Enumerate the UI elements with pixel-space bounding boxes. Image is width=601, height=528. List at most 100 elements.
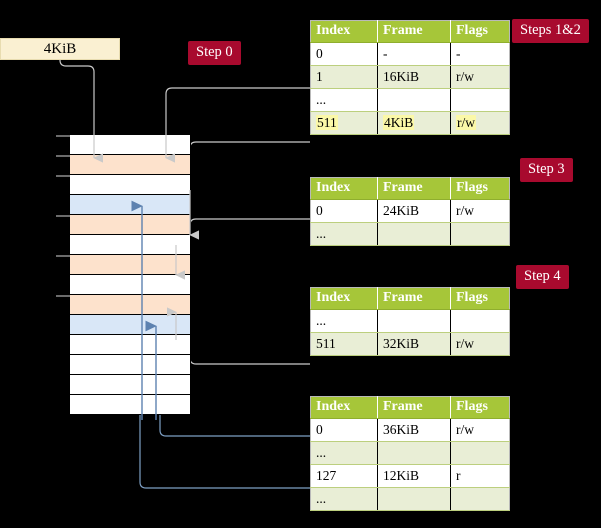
cell-flags: r/w [450,111,510,135]
cell-frame [377,222,451,246]
memory-frame-row [70,235,190,255]
cell-index: ... [310,309,378,333]
column-header-index: Index [310,396,378,419]
badge-step-4: Step 4 [516,265,569,289]
cell-flags: r [450,464,510,488]
column-header-flags: Flags [450,177,510,200]
table-row[interactable]: 127 12KiB r [310,464,510,488]
cell-frame: 16KiB [377,65,451,89]
table-row[interactable]: 0 24KiB r/w [310,199,510,223]
column-header-index: Index [310,287,378,310]
cell-flags: r/w [450,199,510,223]
memory-frame-row [70,215,190,235]
badge-step-3: Step 3 [520,158,573,182]
column-header-frame: Frame [377,287,451,310]
cell-frame: 24KiB [377,199,451,223]
grid-tick-mark [56,215,70,217]
badge-step-0-label: Step 0 [196,44,233,60]
cell-index: 0 [310,199,378,223]
cell-frame-text: 4KiB [383,114,415,130]
badge-steps-1-2-label: Steps 1&2 [520,22,581,38]
table-header-row: Index Frame Flags [310,287,510,310]
table-row[interactable]: ... [310,487,510,511]
cell-index: 1 [310,65,378,89]
table-header-row: Index Frame Flags [310,20,510,43]
memory-frame-row [70,195,190,215]
memory-frame-row [70,155,190,175]
cell-index: ... [310,222,378,246]
grid-tick-mark [56,255,70,257]
badge-step-4-label: Step 4 [524,268,561,284]
page-table-level-2: Index Frame Flags ... 511 32KiB r/w [310,287,510,356]
memory-frame-row [70,355,190,375]
table-row[interactable]: 511 32KiB r/w [310,332,510,356]
column-header-index: Index [310,20,378,43]
page-table-level-0: Index Frame Flags 0 - - 1 16KiB r/w ... [310,20,510,135]
column-header-frame: Frame [377,20,451,43]
cell-index: ... [310,441,378,465]
cell-frame [377,88,451,112]
memory-frame-row [70,315,190,335]
cell-index: 511 [310,111,378,135]
cell-index: 0 [310,418,378,442]
cell-flags: r/w [450,332,510,356]
grid-tick-mark [56,135,70,137]
table-row[interactable]: ... [310,309,510,333]
memory-frame-row [70,135,190,155]
cell-flags: r/w [450,418,510,442]
source-frame-label: 4KiB [43,40,77,57]
column-header-flags: Flags [450,287,510,310]
cell-index: 511 [310,332,378,356]
cell-flags [450,88,510,112]
badge-steps-1-2: Steps 1&2 [512,19,589,43]
badge-step-0: Step 0 [188,41,241,65]
table-header-row: Index Frame Flags [310,396,510,419]
memory-frame-row [70,375,190,395]
cell-index: 127 [310,464,378,488]
cell-frame: - [377,42,451,66]
column-header-index: Index [310,177,378,200]
cell-flags: - [450,42,510,66]
grid-tick-mark [56,155,70,157]
cell-index: ... [310,88,378,112]
page-table-level-1: Index Frame Flags 0 24KiB r/w ... [310,177,510,246]
source-frame-box: 4KiB [0,38,120,60]
physical-memory-grid [69,134,191,415]
table-row[interactable]: ... [310,441,510,465]
cell-index: ... [310,487,378,511]
cell-frame: 12KiB [377,464,451,488]
table-row[interactable]: ... [310,222,510,246]
memory-frame-row [70,175,190,195]
badge-step-3-label: Step 3 [528,161,565,177]
cell-frame: 32KiB [377,332,451,356]
cell-frame [377,487,451,511]
page-table-level-3: Index Frame Flags 0 36KiB r/w ... 127 12… [310,396,510,511]
cell-flags: r/w [450,65,510,89]
cell-frame [377,309,451,333]
cell-frame: 4KiB [377,111,451,135]
grid-tick-mark [56,175,70,177]
column-header-frame: Frame [377,396,451,419]
cell-flags [450,222,510,246]
memory-frame-row [70,395,190,414]
column-header-flags: Flags [450,396,510,419]
cell-flags-text: r/w [456,114,476,130]
memory-frame-row [70,295,190,315]
table-row-highlighted[interactable]: 511 4KiB r/w [310,111,510,135]
cell-frame [377,441,451,465]
cell-flags [450,487,510,511]
table-row[interactable]: 1 16KiB r/w [310,65,510,89]
table-row[interactable]: 0 36KiB r/w [310,418,510,442]
memory-frame-row [70,275,190,295]
column-header-frame: Frame [377,177,451,200]
cell-frame: 36KiB [377,418,451,442]
cell-flags [450,441,510,465]
grid-tick-mark [56,295,70,297]
cell-index: 0 [310,42,378,66]
cell-index-text: 511 [316,114,338,130]
column-header-flags: Flags [450,20,510,43]
table-header-row: Index Frame Flags [310,177,510,200]
table-row[interactable]: ... [310,88,510,112]
table-row[interactable]: 0 - - [310,42,510,66]
